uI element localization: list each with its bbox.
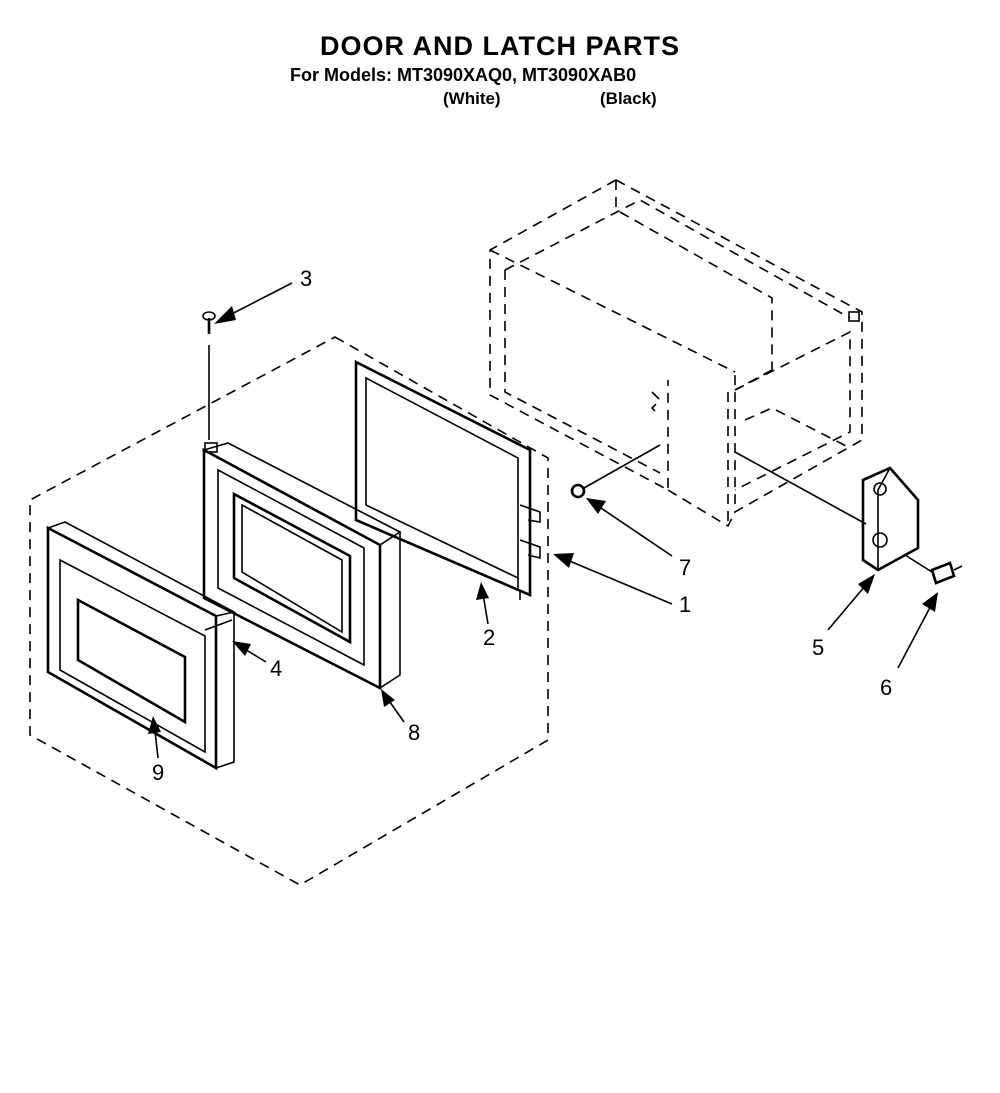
- door-assembly-outline: [29, 336, 549, 886]
- leader-8: [381, 689, 405, 723]
- callout-7: 7: [679, 555, 691, 580]
- callout-6: 6: [880, 675, 892, 700]
- callout-8: 8: [408, 720, 420, 745]
- callout-1: 1: [679, 592, 691, 617]
- leader-7: [586, 498, 673, 557]
- cabinet-outline: [489, 179, 863, 528]
- leader-2: [476, 582, 489, 625]
- leader-4: [232, 641, 267, 663]
- leader-5: [827, 574, 875, 631]
- part-3-screw: [202, 311, 216, 440]
- diagram-title: DOOR AND LATCH PARTS: [320, 31, 680, 61]
- leader-6: [897, 592, 938, 669]
- variant-white-label: (White): [443, 89, 501, 108]
- leader-3: [214, 282, 293, 324]
- models-subtitle: For Models: MT3090XAQ0, MT3090XAB0: [290, 65, 637, 85]
- callout-9: 9: [152, 760, 164, 785]
- variant-black-label: (Black): [600, 89, 657, 108]
- leader-1: [553, 553, 673, 605]
- part-5-latch-assembly: [734, 451, 920, 572]
- part-9-door-outer: [46, 521, 237, 771]
- part-7-screw: [570, 444, 661, 499]
- leader-9: [148, 716, 161, 759]
- callout-2: 2: [483, 625, 495, 650]
- part-2-door-frame: [354, 359, 541, 600]
- callout-3: 3: [300, 266, 312, 291]
- part-8-door-panel: [201, 442, 402, 691]
- callout-5: 5: [812, 635, 824, 660]
- part-6-switch: [904, 554, 963, 585]
- callout-4: 4: [270, 656, 282, 681]
